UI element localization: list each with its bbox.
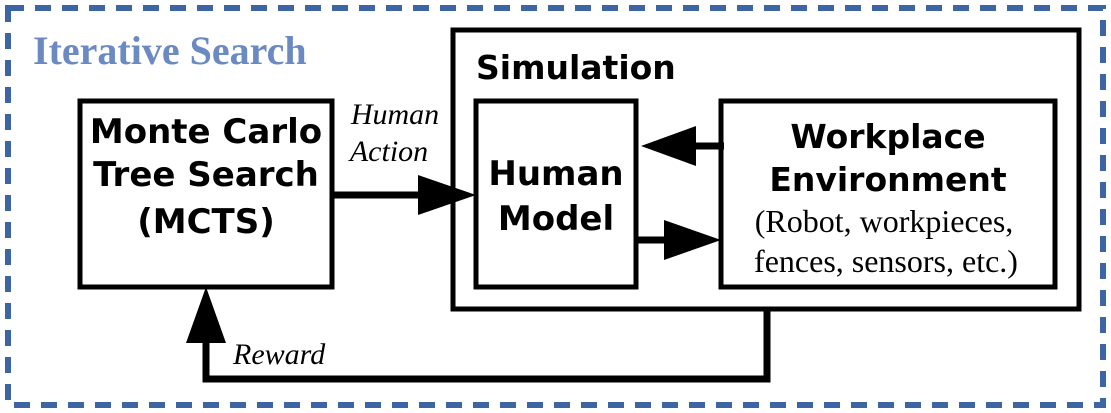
reward-label: Reward: [232, 338, 326, 371]
env-to-human-arrowhead: [641, 126, 696, 166]
environment-label-line4: fences, sensors, etc.): [754, 243, 1018, 279]
mcts-label-line3: (MCTS): [137, 202, 275, 242]
human-action-label-line2: Action: [348, 135, 428, 168]
mcts-label-line2: Tree Search: [93, 155, 319, 195]
human-model-box: [473, 98, 639, 290]
environment-box: [718, 98, 1058, 290]
iterative-search-title: Iterative Search: [33, 28, 307, 73]
human-model-label-line1: Human: [488, 154, 623, 194]
environment-label-line1: Workplace: [790, 117, 985, 156]
human-to-env-arrowhead: [664, 220, 721, 260]
environment-label-line3: (Robot, workpieces,: [755, 203, 1014, 239]
mcts-label-line1: Monte Carlo: [90, 112, 322, 152]
simulation-label: Simulation: [476, 48, 676, 87]
iterative-search-boundary: [5, 5, 1106, 408]
human-action-arrowhead: [418, 175, 476, 215]
human-action-label-line1: Human: [350, 98, 439, 131]
reward-path: [202, 309, 771, 383]
reward-arrowhead: [186, 287, 226, 343]
environment-label-line2: Environment: [769, 160, 1007, 199]
human-model-label-line2: Model: [498, 199, 614, 239]
